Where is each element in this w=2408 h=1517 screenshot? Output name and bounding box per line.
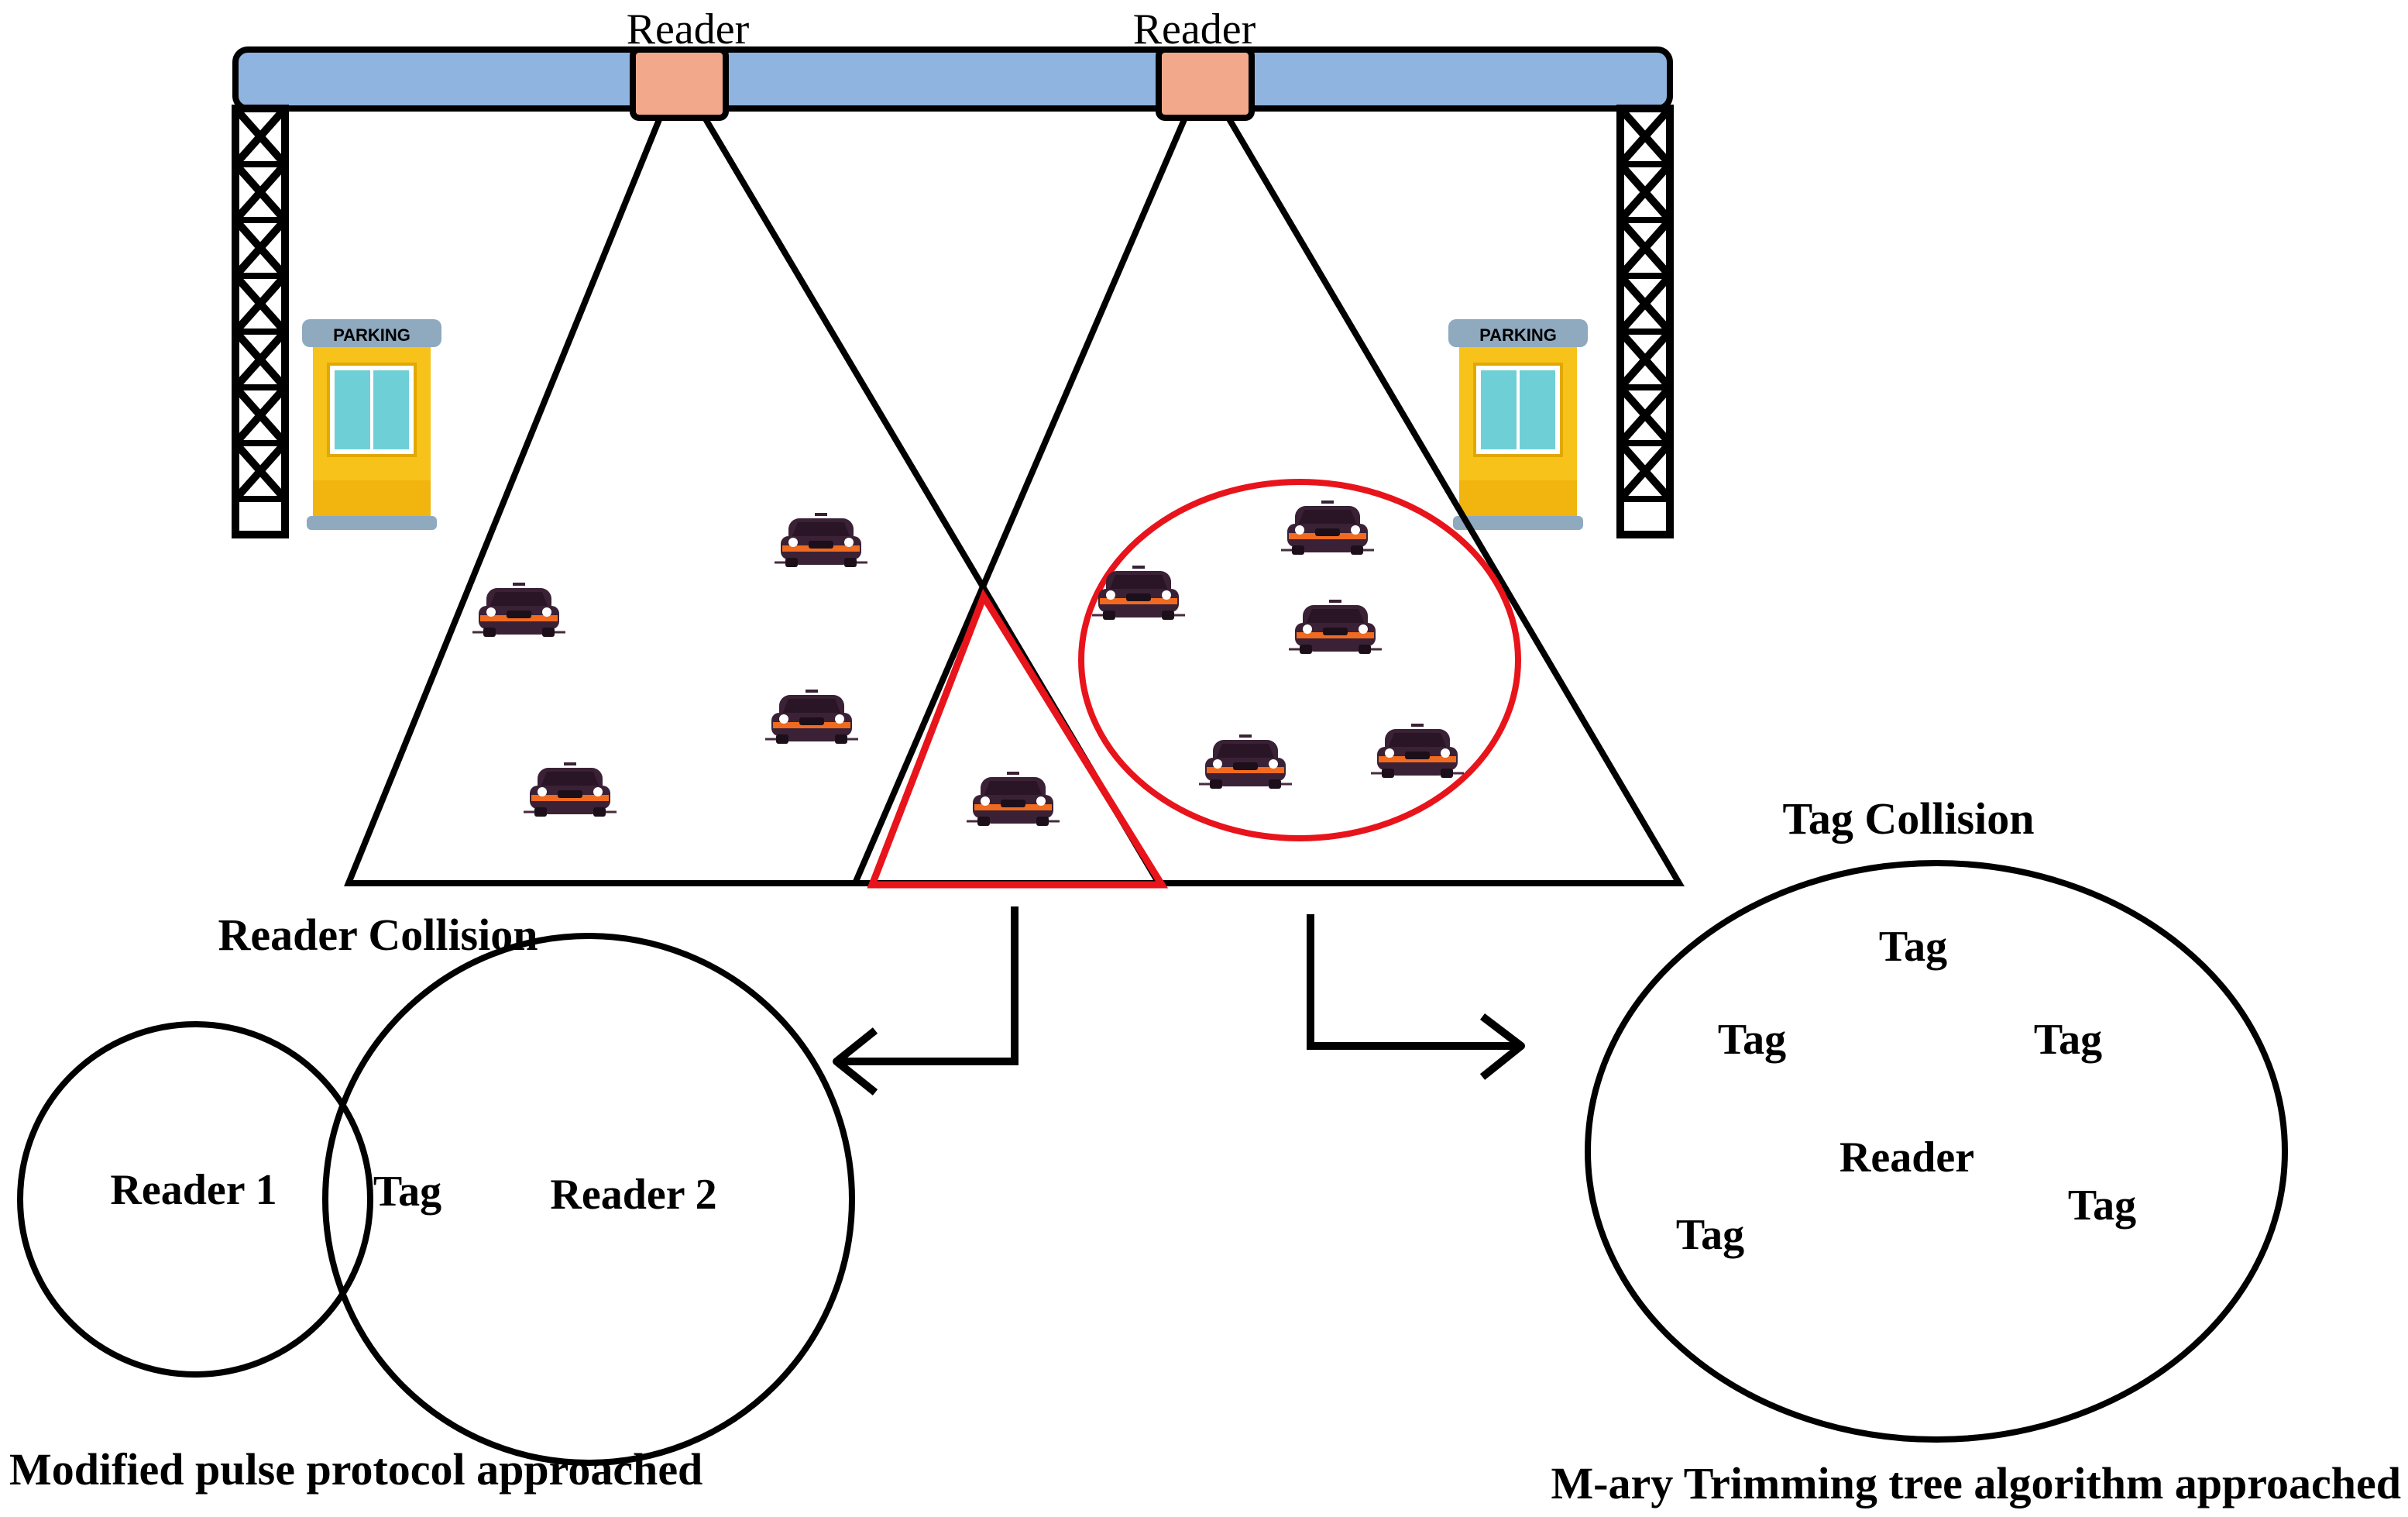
car-1: [773, 513, 869, 569]
arrow-to-tag-collision: [1307, 914, 1518, 1050]
right-reader-label: Reader: [1133, 5, 1256, 53]
right-reader-coverage: [850, 115, 1685, 886]
right-truss: [1616, 105, 1674, 538]
tag-label-top: Tag: [1879, 923, 1947, 971]
tag-collision-reader-label: Reader: [1839, 1133, 1974, 1182]
gantry-beam: [232, 46, 1673, 112]
tag-collision-title: Tag Collision: [1782, 793, 2034, 844]
reader-1-circle: [17, 1021, 373, 1378]
left-booth-sign: PARKING: [333, 325, 410, 345]
tag-label-lower-right: Tag: [2068, 1182, 2136, 1230]
left-reader-label: Reader: [627, 5, 750, 53]
arrow-head-right: [1479, 1013, 1525, 1080]
tag-label-right: Tag: [2034, 1016, 2102, 1064]
right-reader-box: [1156, 46, 1255, 121]
reader-collision-zone: [867, 588, 1169, 889]
tag-collision-zone: [1078, 479, 1521, 841]
tag-label-lower-left: Tag: [1676, 1211, 1744, 1259]
car-4: [522, 762, 618, 818]
right-parking-booth: PARKING: [1448, 319, 1588, 530]
car-7: [1280, 501, 1376, 556]
reader-collision-title: Reader Collision: [218, 910, 538, 960]
right-booth-sign: PARKING: [1479, 325, 1557, 345]
tag-collision-caption: M-ary Trimming tree algorithm approached: [1551, 1458, 2401, 1508]
car-9: [1197, 734, 1293, 790]
left-truss: [232, 105, 289, 538]
shared-tag-label: Tag: [373, 1168, 441, 1216]
tag-collision-circle: [1585, 860, 2288, 1443]
car-8: [1287, 600, 1383, 655]
arrow-to-reader-collision: [840, 906, 1019, 1065]
reader-1-label: Reader 1: [110, 1166, 277, 1214]
arrow-head-left: [833, 1027, 878, 1096]
car-5: [965, 772, 1061, 827]
tag-label-left: Tag: [1718, 1016, 1786, 1064]
reader-2-circle: [322, 933, 855, 1466]
reader-2-label: Reader 2: [550, 1171, 716, 1219]
left-reader-box: [630, 46, 729, 121]
left-reader-coverage: [344, 115, 1165, 886]
car-2: [471, 583, 567, 638]
reader-collision-caption: Modified pulse protocol approached: [9, 1444, 702, 1495]
left-parking-booth: PARKING: [302, 319, 441, 530]
car-10: [1369, 724, 1465, 779]
car-3: [764, 690, 860, 745]
